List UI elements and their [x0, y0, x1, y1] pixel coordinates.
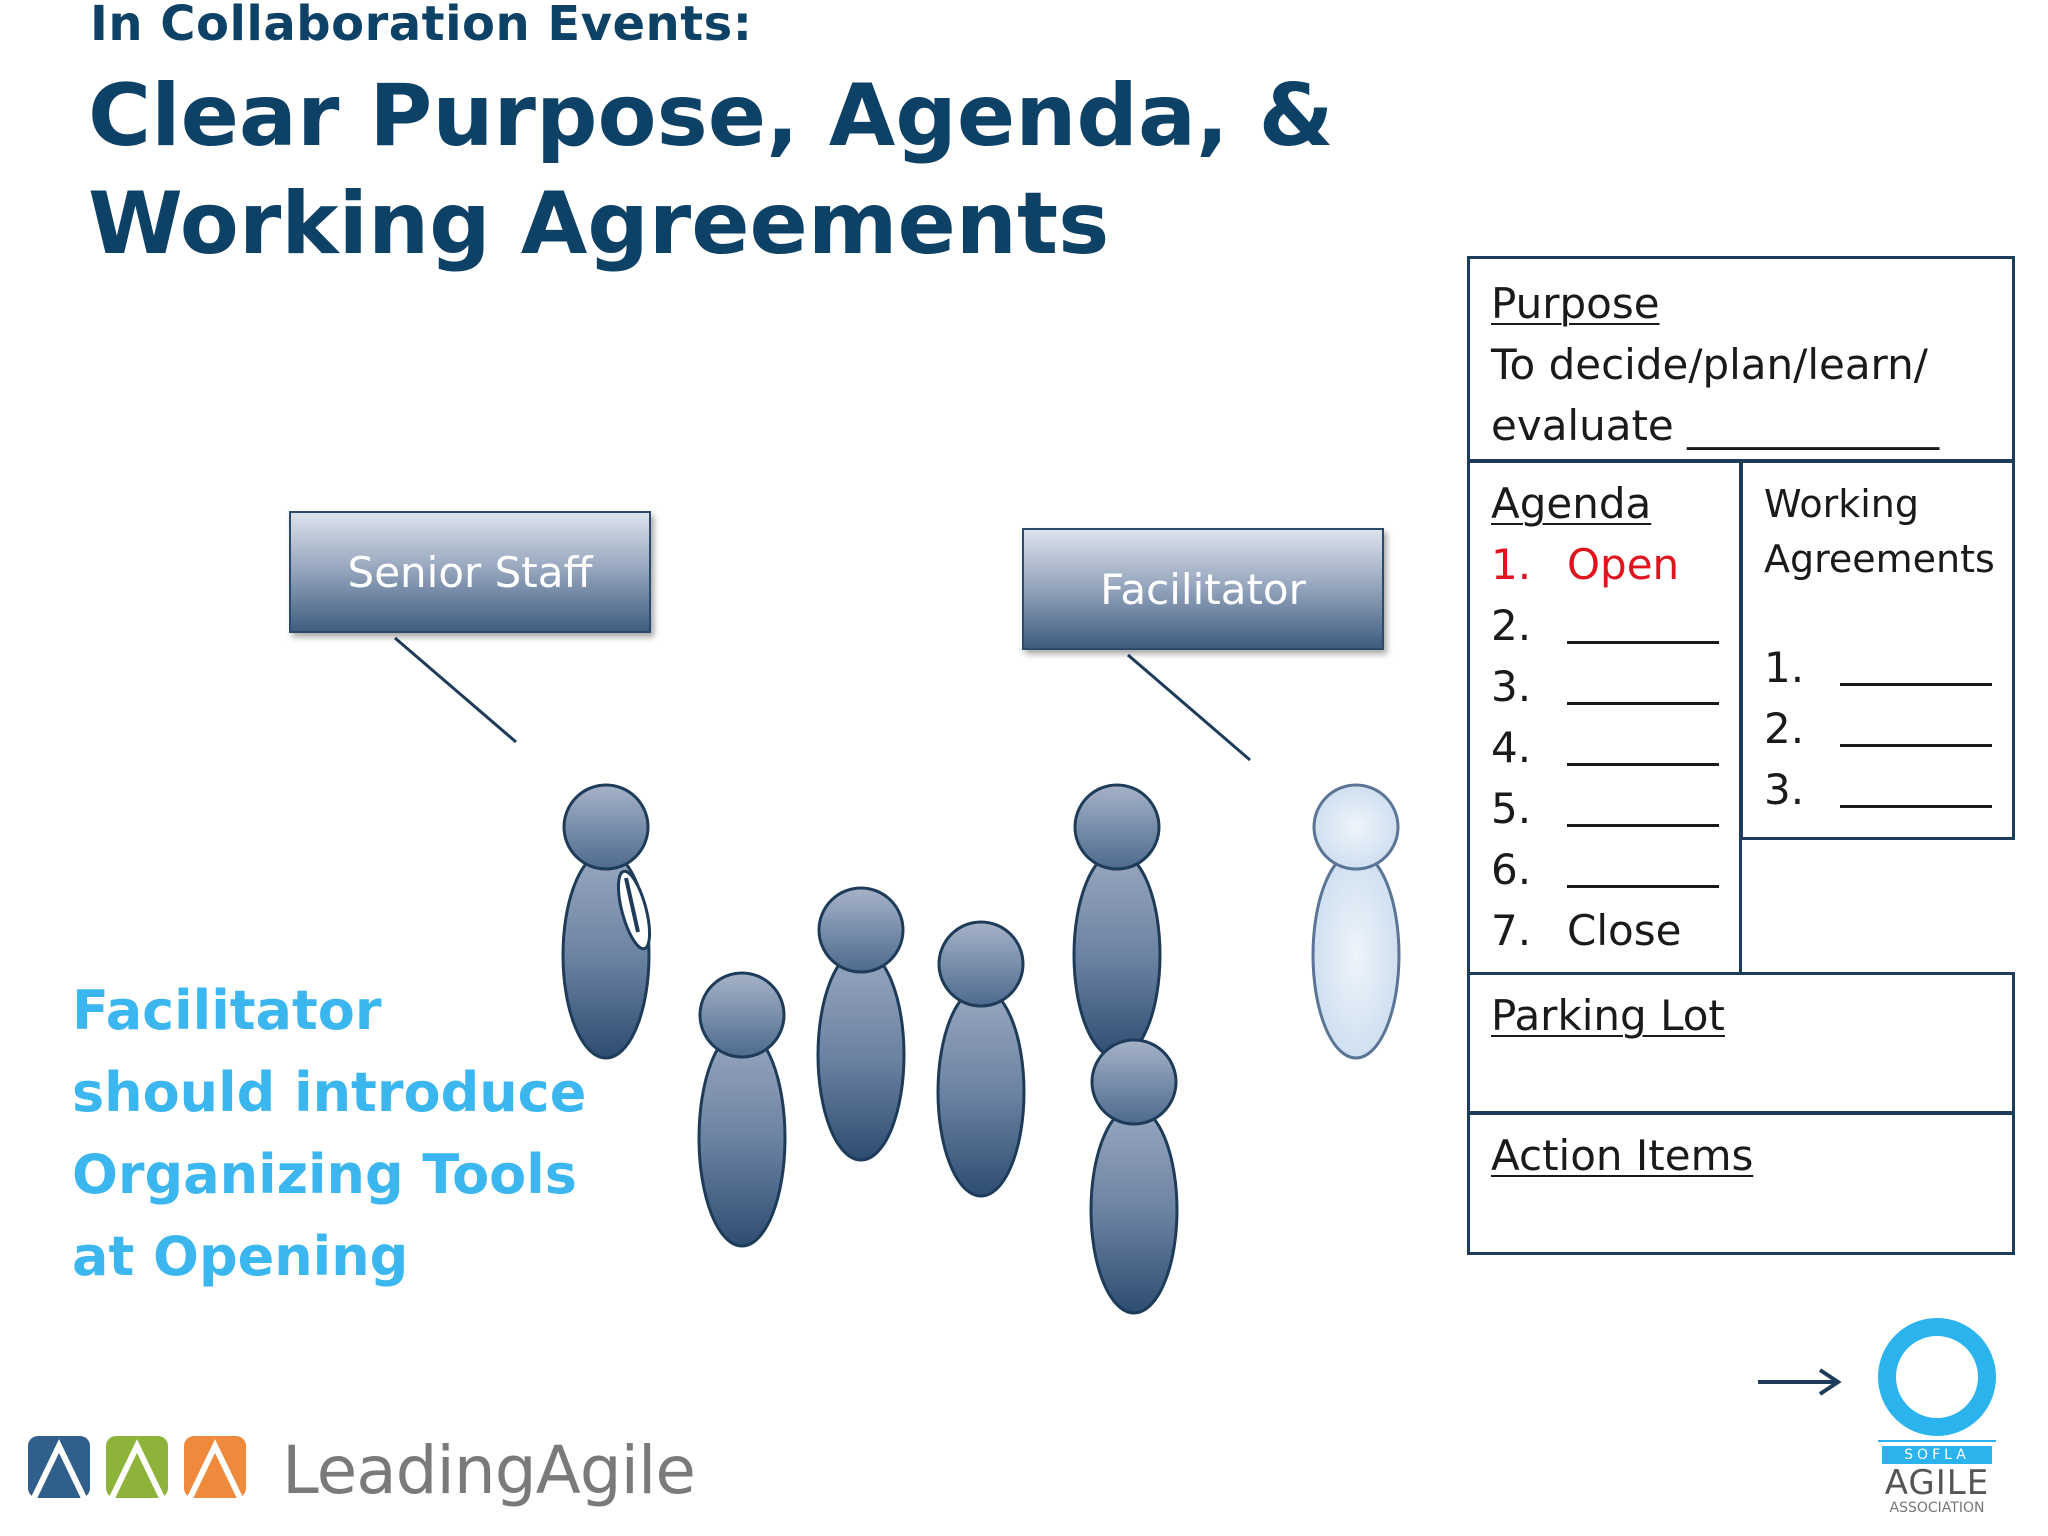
agenda-blank	[1567, 729, 1719, 766]
agile-association-logo: SOFLA AGILE ASSOCIATION	[1872, 1312, 2002, 1516]
person-senior-staff	[561, 783, 652, 1060]
person-3	[936, 920, 1026, 1198]
note-line-2: should introduce	[72, 1061, 587, 1124]
leadingagile-mark-icon	[28, 1436, 246, 1500]
agreement-item: 2.	[1764, 698, 2012, 759]
purpose-section: Purpose To decide/plan/learn/ evaluate _…	[1467, 256, 2015, 462]
title-line-1: Clear Purpose, Agenda, &	[88, 66, 1334, 166]
purpose-line-1: To decide/plan/learn/	[1491, 340, 1928, 389]
agile-logo-band: SOFLA	[1882, 1446, 1992, 1464]
facilitator-label: Facilitator	[1022, 528, 1384, 650]
person-1	[697, 971, 787, 1248]
note-line-3: Organizing Tools	[72, 1143, 577, 1206]
person-2	[816, 886, 906, 1162]
agenda-item: 5.	[1491, 778, 1739, 839]
agenda-item: 1. Open	[1491, 534, 1739, 595]
slide-title: Clear Purpose, Agenda, & Working Agreeme…	[88, 62, 1334, 278]
agile-logo-word: AGILE	[1884, 1463, 1990, 1503]
senior-staff-label: Senior Staff	[289, 511, 651, 633]
agenda-section: Agenda 1. Open 2. 3. 4. 5. 6. 7. Close	[1467, 460, 1742, 978]
agenda-item: 4.	[1491, 717, 1739, 778]
arrow-right-icon	[1758, 1368, 1842, 1396]
action-items-heading: Action Items	[1491, 1131, 1754, 1180]
agile-logo-association: ASSOCIATION	[1889, 1500, 1985, 1516]
agenda-blank	[1567, 790, 1719, 827]
person-4	[1072, 783, 1162, 1060]
agreement-item: 1.	[1764, 637, 2012, 698]
agreement-item: 3.	[1764, 759, 2012, 820]
facilitator-pointer	[1127, 653, 1251, 762]
agreement-blank	[1840, 771, 1992, 808]
agenda-item-text: Open	[1567, 540, 1680, 589]
agenda-blank	[1567, 668, 1719, 705]
agenda-item: 3.	[1491, 656, 1739, 717]
leadingagile-wordmark: LeadingAgile	[282, 1431, 696, 1509]
agenda-item: 6.	[1491, 839, 1739, 900]
purpose-heading: Purpose	[1491, 279, 1660, 328]
agreement-blank	[1840, 710, 1992, 747]
working-agreements-heading-1: Working	[1764, 482, 1919, 526]
parking-lot-heading: Parking Lot	[1491, 991, 1725, 1040]
leadingagile-logo: LeadingAgile	[24, 1430, 696, 1510]
facilitator-note: Facilitator should introduce Organizing …	[72, 970, 586, 1298]
title-line-2: Working Agreements	[88, 174, 1110, 274]
agenda-item: 2.	[1491, 595, 1739, 656]
person-5	[1089, 1038, 1179, 1315]
note-line-4: at Opening	[72, 1225, 409, 1288]
agenda-item: 7. Close	[1491, 900, 1739, 961]
slide-subtitle: In Collaboration Events:	[90, 0, 753, 52]
agenda-blank	[1567, 851, 1719, 888]
senior-staff-pointer	[394, 636, 517, 744]
action-items-section: Action Items	[1467, 1112, 2015, 1255]
agreement-blank	[1840, 649, 1992, 686]
working-agreements-section: Working Agreements 1. 2. 3.	[1740, 460, 2015, 840]
agenda-blank	[1567, 607, 1719, 644]
note-line-1: Facilitator	[72, 979, 382, 1042]
working-agreements-heading-2: Agreements	[1764, 537, 1995, 581]
parking-lot-section: Parking Lot	[1467, 972, 2015, 1114]
ring-logo-icon	[1878, 1318, 1996, 1442]
agenda-heading: Agenda	[1491, 479, 1652, 528]
person-facilitator	[1311, 783, 1401, 1060]
purpose-line-2: evaluate ____________	[1491, 401, 1940, 450]
agenda-item-text: Close	[1567, 906, 1682, 955]
